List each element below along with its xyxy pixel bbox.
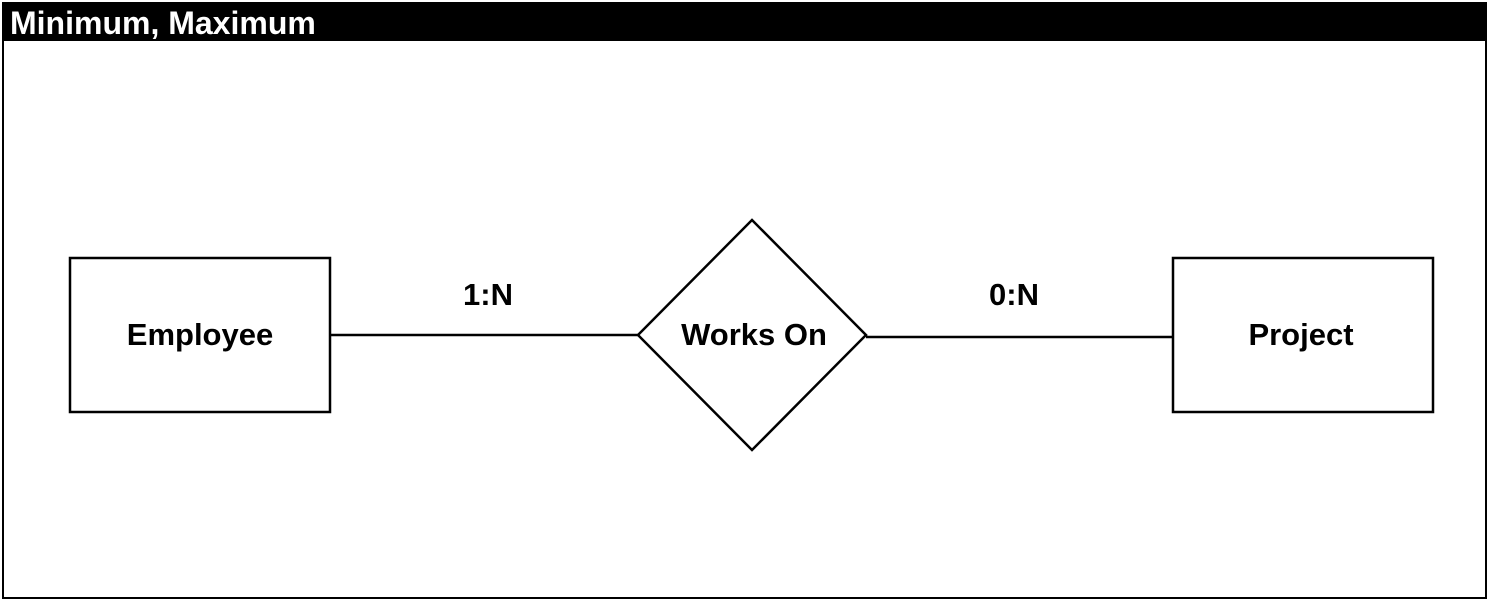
title-bar: Minimum, Maximum <box>4 4 1485 41</box>
entity-project-label: Project <box>1248 317 1353 352</box>
entity-employee <box>68 256 332 414</box>
entity-employee-label: Employee <box>127 317 273 352</box>
cardinality-right-label: 0:N <box>989 277 1039 312</box>
relationship-works-on <box>636 218 868 452</box>
cardinality-left-label: 1:N <box>463 277 513 312</box>
diagram-title: Minimum, Maximum <box>10 5 316 41</box>
entity-project <box>1171 256 1435 414</box>
relationship-works-on-label: Works On <box>681 317 827 352</box>
